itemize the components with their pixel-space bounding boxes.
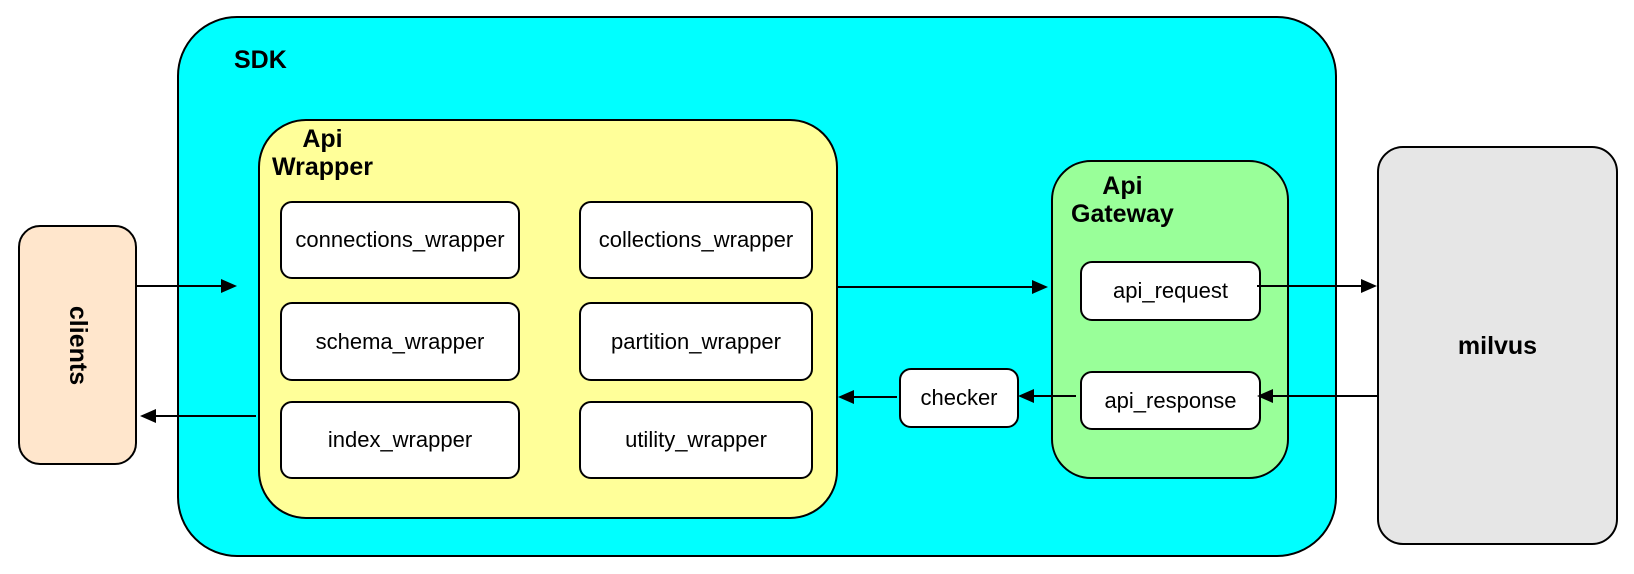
arrow-clients-to-sdk [137,278,237,294]
sdk-container: SDK Api Wrapper connections_wrapper coll… [177,16,1337,557]
clients-node: clients [18,225,137,465]
api-wrapper-label-line1: Api [302,125,343,153]
api-gateway-label: Api Gateway [1071,172,1174,228]
arrowhead-right-icon [1361,279,1377,293]
arrow-shaft [1273,395,1377,397]
arrow-checker-to-wrapper [838,389,897,405]
arrowhead-left-icon [838,390,854,404]
arrow-request-to-milvus [1257,278,1377,294]
arrow-response-to-checker [1018,388,1076,404]
arrowhead-left-icon [1018,389,1034,403]
milvus-label: milvus [1457,331,1538,360]
arrow-shaft [836,286,1032,288]
api-gateway-label-line1: Api [1102,172,1143,200]
utility-wrapper-node: utility_wrapper [579,401,813,479]
api-gateway-container: Api Gateway api_request api_response [1051,160,1289,479]
arrow-shaft [156,415,256,417]
arrowhead-left-icon [140,409,156,423]
milvus-node: milvus [1377,146,1618,545]
arrow-shaft [854,396,897,398]
schema-wrapper-node: schema_wrapper [280,302,520,381]
api-wrapper-label: Api Wrapper [272,125,373,181]
arrowhead-left-icon [1257,389,1273,403]
api-response-node: api_response [1080,371,1261,430]
arrow-milvus-to-response [1257,388,1377,404]
api-wrapper-container: Api Wrapper connections_wrapper collecti… [258,119,838,519]
checker-node: checker [899,368,1019,428]
api-wrapper-label-line2: Wrapper [272,153,373,181]
collections-wrapper-node: collections_wrapper [579,201,813,279]
api-request-node: api_request [1080,261,1261,321]
arrow-shaft [137,285,221,287]
clients-label: clients [63,305,92,385]
partition-wrapper-node: partition_wrapper [579,302,813,381]
arrow-shaft [1034,395,1076,397]
arrow-shaft [1257,285,1361,287]
arrow-wrapper-to-gateway [836,279,1048,295]
index-wrapper-node: index_wrapper [280,401,520,479]
connections-wrapper-node: connections_wrapper [280,201,520,279]
sdk-label: SDK [234,46,287,74]
arrowhead-right-icon [221,279,237,293]
arrow-sdk-to-clients [140,408,256,424]
api-gateway-label-line2: Gateway [1071,200,1174,228]
arrowhead-right-icon [1032,280,1048,294]
